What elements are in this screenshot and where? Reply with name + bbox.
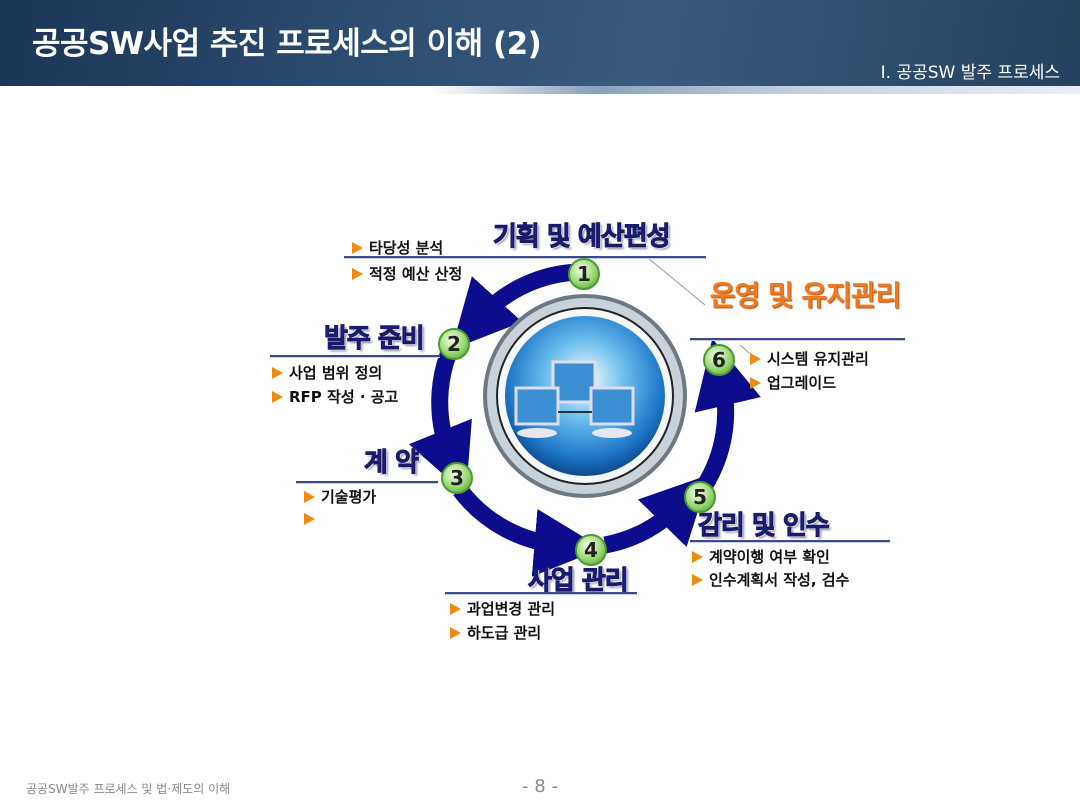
arrow-1-to-2 bbox=[451, 263, 581, 350]
bullet-triangle-icon bbox=[352, 242, 363, 254]
stage-3-item bbox=[304, 510, 321, 528]
step-6-badge: 6 bbox=[703, 344, 735, 376]
stage-4-title: 사업 관리 bbox=[528, 566, 630, 597]
item-text: 과업변경 관리 bbox=[467, 600, 556, 618]
stage-6-title: 운영 및 유지관리 bbox=[709, 279, 902, 312]
bullet-triangle-icon bbox=[750, 353, 761, 365]
item-text: 계약이행 여부 확인 bbox=[709, 548, 830, 566]
connector-line bbox=[647, 257, 706, 306]
item-text: 업그레이드 bbox=[767, 374, 837, 392]
stage-1-item: 적정 예산 산정 bbox=[352, 263, 462, 284]
step-1-badge: 1 bbox=[568, 258, 600, 290]
step-5-badge: 5 bbox=[684, 481, 716, 513]
slide-title: 공공SW사업 추진 프로세스의 이해 (2) bbox=[32, 26, 542, 62]
stage-3-underline bbox=[296, 481, 438, 484]
stage-2-underline bbox=[270, 355, 440, 358]
stage-3-title: 계 약 bbox=[364, 448, 420, 479]
bullet-triangle-icon bbox=[692, 551, 703, 563]
stage-5-item: 계약이행 여부 확인 bbox=[692, 546, 830, 567]
stage-4-underline bbox=[445, 592, 637, 595]
section-label: Ⅰ. 공공SW 발주 프로세스 bbox=[880, 63, 1060, 83]
arrow-3-to-4 bbox=[453, 484, 603, 577]
stage-2-item: 사업 범위 정의 bbox=[272, 362, 382, 383]
header-divider bbox=[0, 86, 1080, 94]
network-computers-icon bbox=[483, 294, 687, 498]
item-text: 인수계획서 작성, 검수 bbox=[709, 571, 850, 589]
bullet-triangle-icon bbox=[750, 377, 761, 389]
page-number: - 8 - bbox=[522, 776, 558, 797]
stage-5-title: 감리 및 인수 bbox=[698, 511, 831, 542]
stage-1-title: 기획 및 예산편성 bbox=[493, 222, 672, 253]
bullet-triangle-icon bbox=[304, 513, 315, 525]
bullet-triangle-icon bbox=[450, 627, 461, 639]
stage-1-underline bbox=[344, 256, 706, 259]
stage-6-item: 시스템 유지관리 bbox=[750, 348, 869, 369]
item-text: 적정 예산 산정 bbox=[369, 265, 463, 283]
item-text: 하도급 관리 bbox=[467, 624, 542, 642]
item-text: 시스템 유지관리 bbox=[767, 350, 869, 368]
stage-4-item: 하도급 관리 bbox=[450, 622, 541, 643]
stage-2-item: RFP 작성 · 공고 bbox=[272, 386, 398, 407]
header-banner: 공공SW사업 추진 프로세스의 이해 (2) Ⅰ. 공공SW 발주 프로세스 bbox=[0, 0, 1080, 86]
footer-doc-title: 공공SW발주 프로세스 및 법·제도의 이해 bbox=[26, 782, 231, 796]
arrow-5-to-6 bbox=[694, 338, 761, 490]
bullet-triangle-icon bbox=[692, 574, 703, 586]
stage-4-item: 과업변경 관리 bbox=[450, 598, 555, 619]
stage-5-underline bbox=[690, 540, 890, 543]
arrow-4-to-5 bbox=[603, 474, 710, 554]
item-text: 기술평가 bbox=[321, 488, 377, 506]
bullet-triangle-icon bbox=[352, 268, 363, 280]
item-text: RFP 작성 · 공고 bbox=[289, 388, 399, 406]
bullet-triangle-icon bbox=[272, 367, 283, 379]
stage-6-underline bbox=[690, 338, 905, 341]
bullet-triangle-icon bbox=[450, 603, 461, 615]
item-text: 사업 범위 정의 bbox=[289, 364, 383, 382]
bullet-triangle-icon bbox=[272, 391, 283, 403]
arrow-2-to-3 bbox=[408, 341, 472, 495]
bullet-triangle-icon bbox=[304, 491, 315, 503]
step-2-badge: 2 bbox=[438, 328, 470, 360]
stage-5-item: 인수계획서 작성, 검수 bbox=[692, 569, 849, 590]
stage-6-item: 업그레이드 bbox=[750, 372, 836, 393]
item-text: 타당성 분석 bbox=[369, 239, 444, 257]
step-3-badge: 3 bbox=[441, 462, 473, 494]
step-4-badge: 4 bbox=[575, 534, 607, 566]
stage-2-title: 발주 준비 bbox=[324, 324, 426, 355]
stage-1-item: 타당성 분석 bbox=[352, 237, 443, 258]
stage-3-item: 기술평가 bbox=[304, 486, 376, 507]
